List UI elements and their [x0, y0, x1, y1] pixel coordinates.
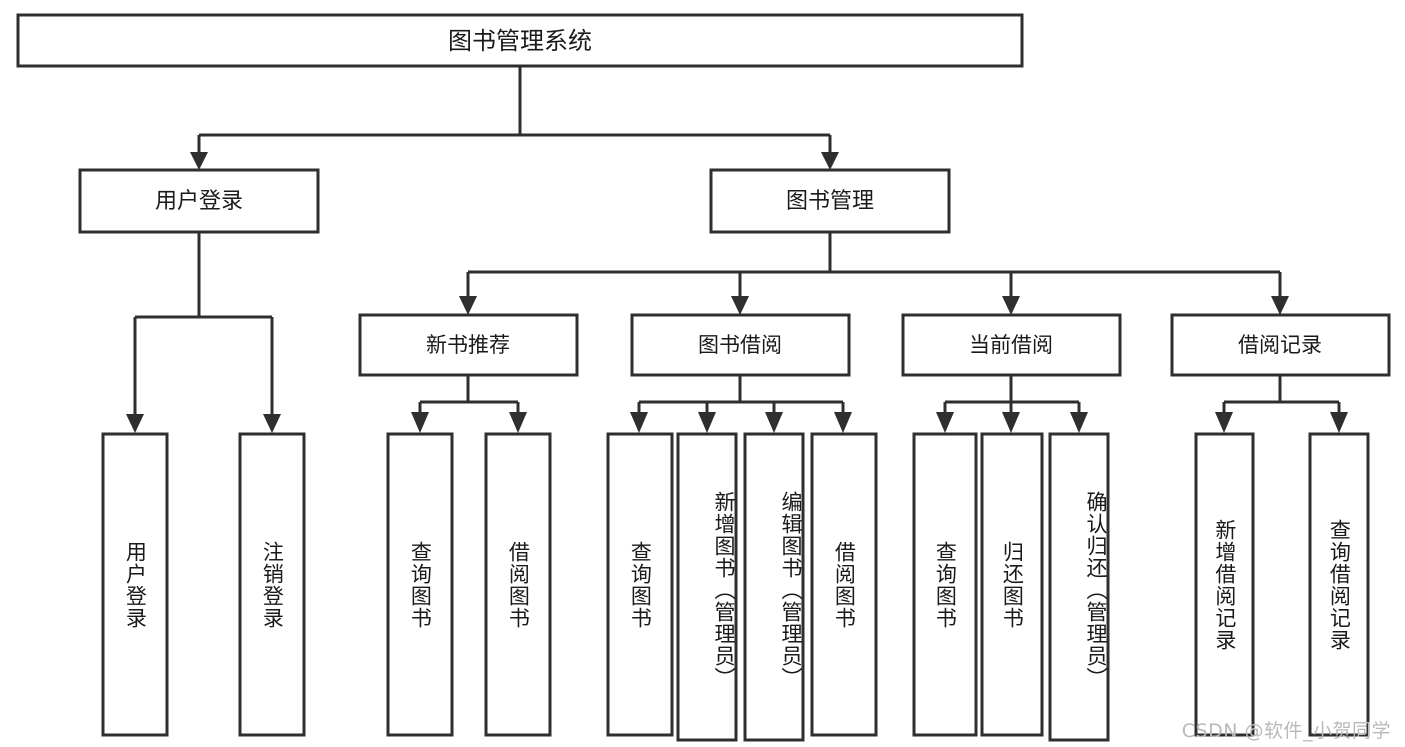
node-book-borrow-label: 图书借阅 [698, 333, 782, 357]
node-root-box[interactable] [16, 13, 1024, 68]
connector-group-user-login [126, 232, 281, 433]
node-root-label: 图书管理系统 [448, 27, 592, 55]
leaf-box-4[interactable] [606, 432, 674, 737]
node-user-login-box[interactable] [78, 168, 320, 234]
connector-group-book-borrow [630, 375, 852, 433]
leaf-box-3[interactable] [484, 432, 552, 737]
connector-group-borrow-record [1215, 375, 1348, 433]
node-borrow-record-label: 借阅记录 [1238, 333, 1322, 357]
leaf-box-10[interactable] [1048, 432, 1110, 742]
leaf-box-2[interactable] [386, 432, 454, 737]
arrow-root-to-user-login-icon [190, 152, 208, 170]
leaf-box-9[interactable] [980, 432, 1044, 737]
arrow-bookborrow-c2-icon [698, 412, 716, 433]
arrow-bookmgmt-c2-icon [731, 296, 749, 315]
arrow-borrowrecord-c2-icon [1330, 412, 1348, 433]
node-current-borrow-label: 当前借阅 [969, 333, 1053, 357]
arrow-userlogin-c2-icon [263, 414, 281, 433]
node-user-login-label: 用户登录 [155, 189, 243, 214]
arrow-currentborrow-c3-icon [1070, 412, 1088, 433]
node-book-mgmt-box[interactable] [709, 168, 951, 234]
arrow-userlogin-c1-icon [126, 414, 144, 433]
connector-group-new-book [411, 375, 527, 433]
connector-group-current-borrow [936, 375, 1088, 433]
leaf-box-6[interactable] [743, 432, 805, 742]
node-book-mgmt-label: 图书管理 [786, 189, 874, 214]
arrow-currentborrow-c1-icon [936, 412, 954, 433]
node-current-borrow-box[interactable] [901, 313, 1122, 377]
leaf-box-12[interactable] [1308, 432, 1370, 737]
arrow-bookmgmt-c3-icon [1002, 296, 1020, 315]
connector-group-book-mgmt [459, 232, 1289, 315]
arrow-bookborrow-c1-icon [630, 412, 648, 433]
node-book-borrow-box[interactable] [630, 313, 851, 377]
leaf-box-1[interactable] [238, 432, 306, 737]
node-borrow-record-box[interactable] [1170, 313, 1391, 377]
csdn-watermark: CSDN @软件_小贺同学 [1181, 720, 1391, 742]
leaf-box-8[interactable] [912, 432, 978, 737]
arrow-borrowrecord-c1-icon [1215, 412, 1233, 433]
leaf-box-11[interactable] [1194, 432, 1255, 737]
arrow-newbook-c1-icon [411, 412, 429, 433]
leaf-box-7[interactable] [810, 432, 878, 737]
arrow-root-to-book-mgmt-icon [821, 152, 839, 170]
node-new-book-label: 新书推荐 [426, 333, 510, 357]
arrow-currentborrow-c2-icon [1002, 412, 1020, 433]
leaf-box-0[interactable] [101, 432, 169, 737]
arrow-bookmgmt-c4-icon [1271, 296, 1289, 315]
arrow-bookborrow-c3-icon [765, 412, 783, 433]
arrow-newbook-c2-icon [509, 412, 527, 433]
arrow-bookmgmt-c1-icon [459, 296, 477, 315]
leaf-box-5[interactable] [676, 432, 738, 742]
node-new-book-box[interactable] [358, 313, 579, 377]
connector-group-root [190, 66, 839, 170]
arrow-bookborrow-c4-icon [834, 412, 852, 433]
